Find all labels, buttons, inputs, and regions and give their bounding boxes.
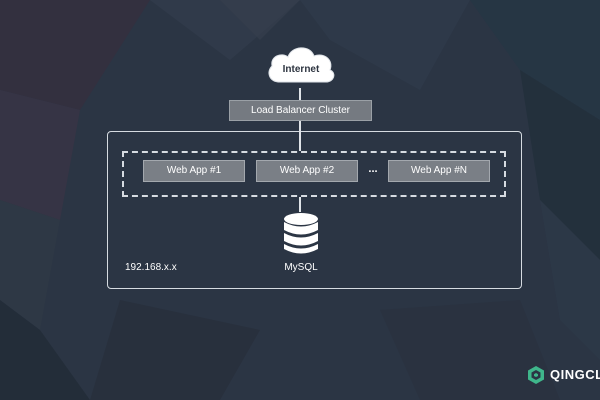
web-app-ellipsis: ... [368, 163, 378, 175]
brand-name: QINGCLO [550, 367, 600, 382]
web-app-group [122, 151, 506, 197]
web-app-2-box: Web App #2 [256, 160, 358, 182]
private-network-box [107, 131, 522, 289]
qingcloud-logo-icon [528, 366, 544, 384]
web-app-n-box: Web App #N [388, 160, 490, 182]
connector-lb-network [299, 121, 301, 131]
cloud-icon [268, 47, 335, 83]
connector-cloud-lb [299, 88, 301, 100]
network-address-label: 192.168.x.x [125, 262, 177, 273]
web-app-1-box: Web App #1 [143, 160, 245, 182]
internet-label: Internet [282, 64, 320, 75]
database-label: MySQL [284, 262, 318, 273]
database-icon [284, 213, 318, 254]
load-balancer-box: Load Balancer Cluster [229, 100, 372, 121]
connector-apps-db [299, 197, 301, 212]
connector-network-apps [299, 131, 301, 151]
